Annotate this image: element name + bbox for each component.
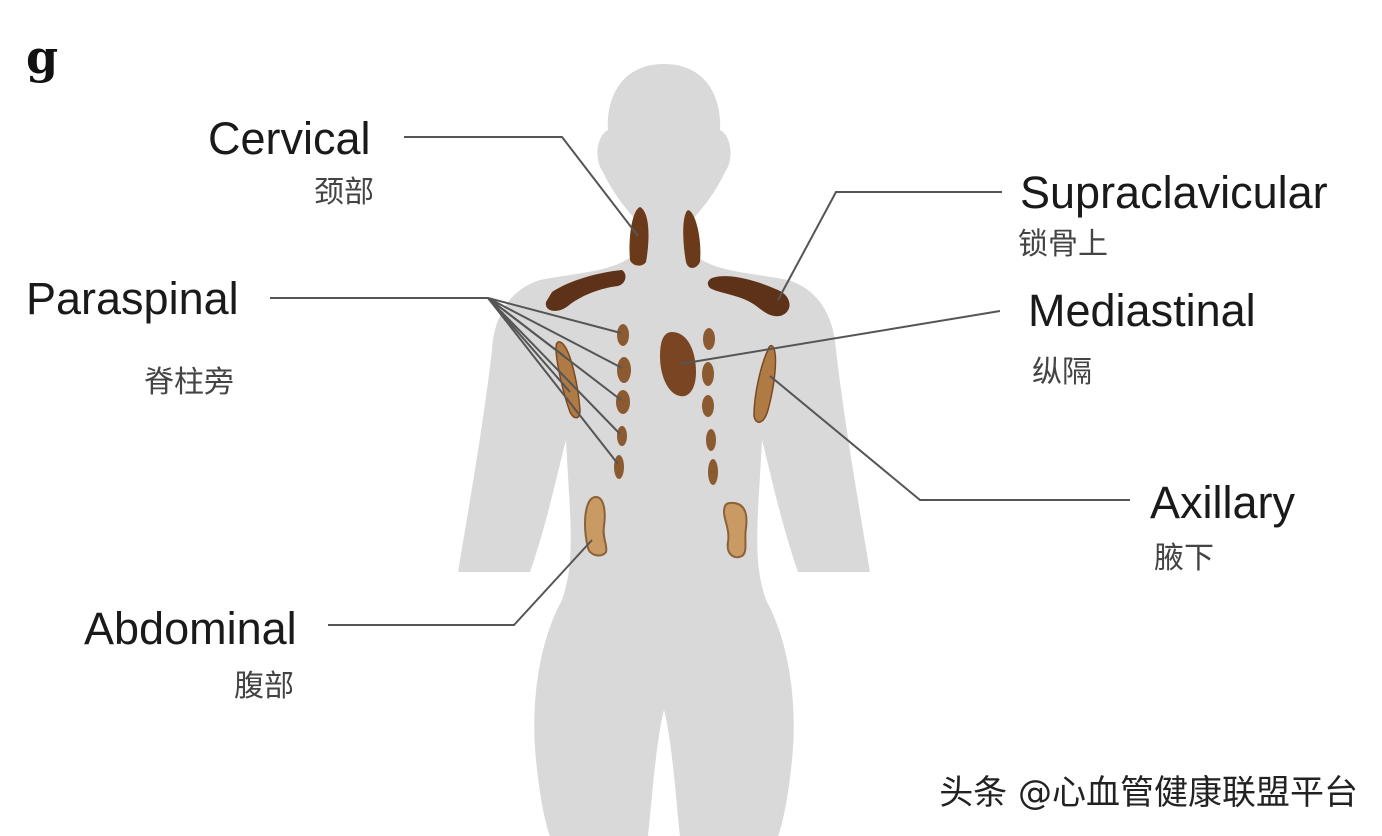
paraspinal-leader-line (487, 297, 571, 393)
abdominal-label-zh: 腹部 (234, 669, 294, 704)
supraclavicular-label-zh: 锁骨上 (1018, 227, 1108, 262)
mediastinal-node (660, 332, 696, 397)
paraspinal-node (702, 395, 714, 417)
abdominal-node-left (584, 495, 608, 557)
watermark: 头条 @心血管健康联盟平台 (939, 773, 1358, 813)
supraclavicular-node-right (707, 276, 790, 317)
paraspinal-leader-line (487, 297, 623, 369)
paraspinal-node (617, 357, 631, 383)
mediastinal-label-zh: 纵隔 (1032, 355, 1092, 390)
supraclavicular-node-left (545, 270, 626, 311)
abdominal-node-right (722, 501, 748, 559)
axillary-node-right (753, 344, 777, 423)
paraspinal-node (703, 328, 715, 350)
axillary-label: Axillary (1150, 477, 1296, 528)
supraclavicular-leader-line (777, 191, 1002, 301)
leader-lines (270, 136, 1130, 626)
paraspinal-node (617, 324, 629, 346)
paraspinal-leader-line (487, 297, 622, 334)
body-silhouette (458, 64, 870, 836)
axillary-label-zh: 腋下 (1154, 541, 1214, 576)
cervical-node-right (683, 210, 701, 268)
paraspinal-node (614, 455, 624, 479)
paraspinal-node (616, 390, 630, 414)
paraspinal-label: Paraspinal (26, 273, 239, 324)
paraspinal-leader-line (487, 297, 565, 357)
cervical-leader-line (404, 136, 639, 237)
cervical-label-zh: 颈部 (314, 175, 374, 210)
paraspinal-node (617, 426, 627, 446)
abdominal-label: Abdominal (84, 603, 297, 654)
cervical-node-left (629, 207, 649, 266)
paraspinal-node (702, 362, 714, 386)
paraspinal-label-zh: 脊柱旁 (144, 365, 234, 400)
cervical-label: Cervical (208, 113, 371, 164)
mediastinal-leader-line (679, 310, 1001, 365)
paraspinal-leader-line (487, 297, 621, 435)
mediastinal-label: Mediastinal (1028, 285, 1256, 336)
axillary-leader-line (769, 375, 1130, 501)
abdominal-leader-line (328, 539, 593, 626)
paraspinal-node (706, 429, 716, 451)
panel-label: g (26, 30, 59, 84)
paraspinal-leader-line (487, 297, 619, 465)
supraclavicular-label: Supraclavicular (1020, 167, 1328, 218)
paraspinal-node (708, 459, 718, 485)
